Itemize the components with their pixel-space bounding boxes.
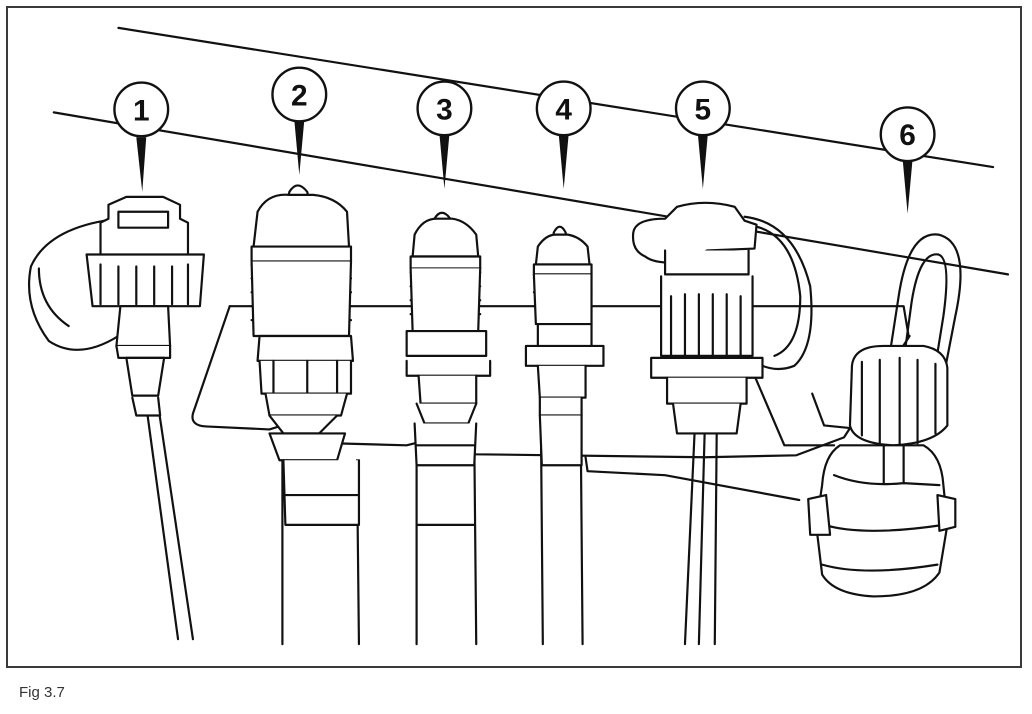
callout-1-label: 1 — [133, 94, 150, 127]
coupling-6 — [807, 233, 962, 598]
coupling-2 — [250, 184, 361, 526]
coupling-illustration: 1 2 3 4 5 6 — [28, 26, 1010, 646]
callout-5-circle — [674, 80, 731, 137]
figure-caption: Fig 3.7 — [19, 684, 65, 701]
callout-2-circle — [271, 66, 328, 123]
callout-3-label: 3 — [436, 93, 453, 126]
figure-frame: 1 2 3 4 5 6 — [6, 6, 1022, 668]
callout-6-circle — [879, 106, 936, 163]
callout-numbers: 1 2 3 4 5 6 — [133, 79, 916, 152]
callout-1-circle — [113, 81, 170, 138]
coupling-5 — [631, 201, 813, 435]
callout-5-label: 5 — [695, 93, 712, 126]
coupling-3 — [405, 211, 492, 526]
background-lines — [52, 26, 1010, 276]
coupling-4 — [524, 225, 605, 467]
callout-circles — [113, 66, 936, 163]
callout-3-circle — [416, 80, 473, 137]
callout-4-circle — [535, 80, 592, 137]
coupling-1 — [28, 195, 205, 417]
callout-6-label: 6 — [899, 119, 916, 152]
callout-pointers — [136, 120, 913, 214]
callout-4-label: 4 — [555, 93, 572, 126]
callout-2-label: 2 — [291, 79, 308, 112]
